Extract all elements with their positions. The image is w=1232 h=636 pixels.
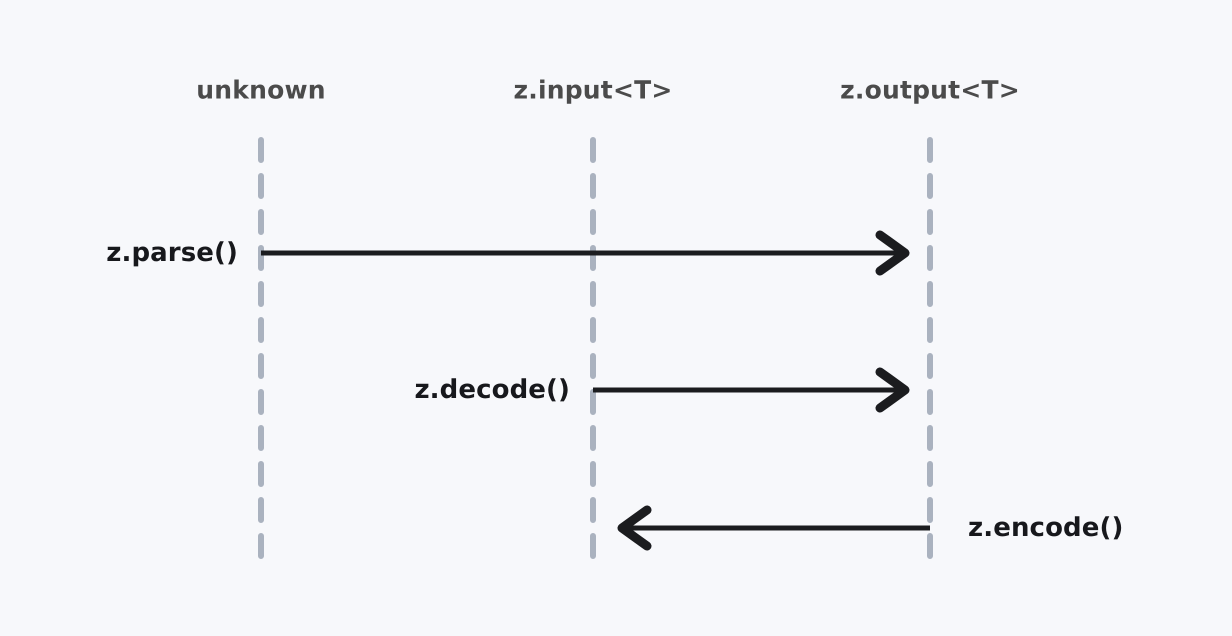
message-arrow-encode xyxy=(617,505,930,551)
message-label-encode: z.encode() xyxy=(968,513,1124,543)
actor-header-z-input: z.input<T> xyxy=(513,75,673,105)
message-label-parse: z.parse() xyxy=(106,238,238,268)
lifelines-group xyxy=(258,137,933,575)
arrowhead-right-decode xyxy=(875,367,910,413)
message-arrow-decode xyxy=(593,367,910,413)
arrowhead-right-parse xyxy=(875,230,910,276)
actor-header-unknown: unknown xyxy=(196,75,326,105)
actor-header-z-output: z.output<T> xyxy=(840,75,1020,105)
message-label-decode: z.decode() xyxy=(414,375,570,405)
message-arrow-parse xyxy=(261,230,910,276)
arrowhead-left-encode xyxy=(617,505,652,551)
